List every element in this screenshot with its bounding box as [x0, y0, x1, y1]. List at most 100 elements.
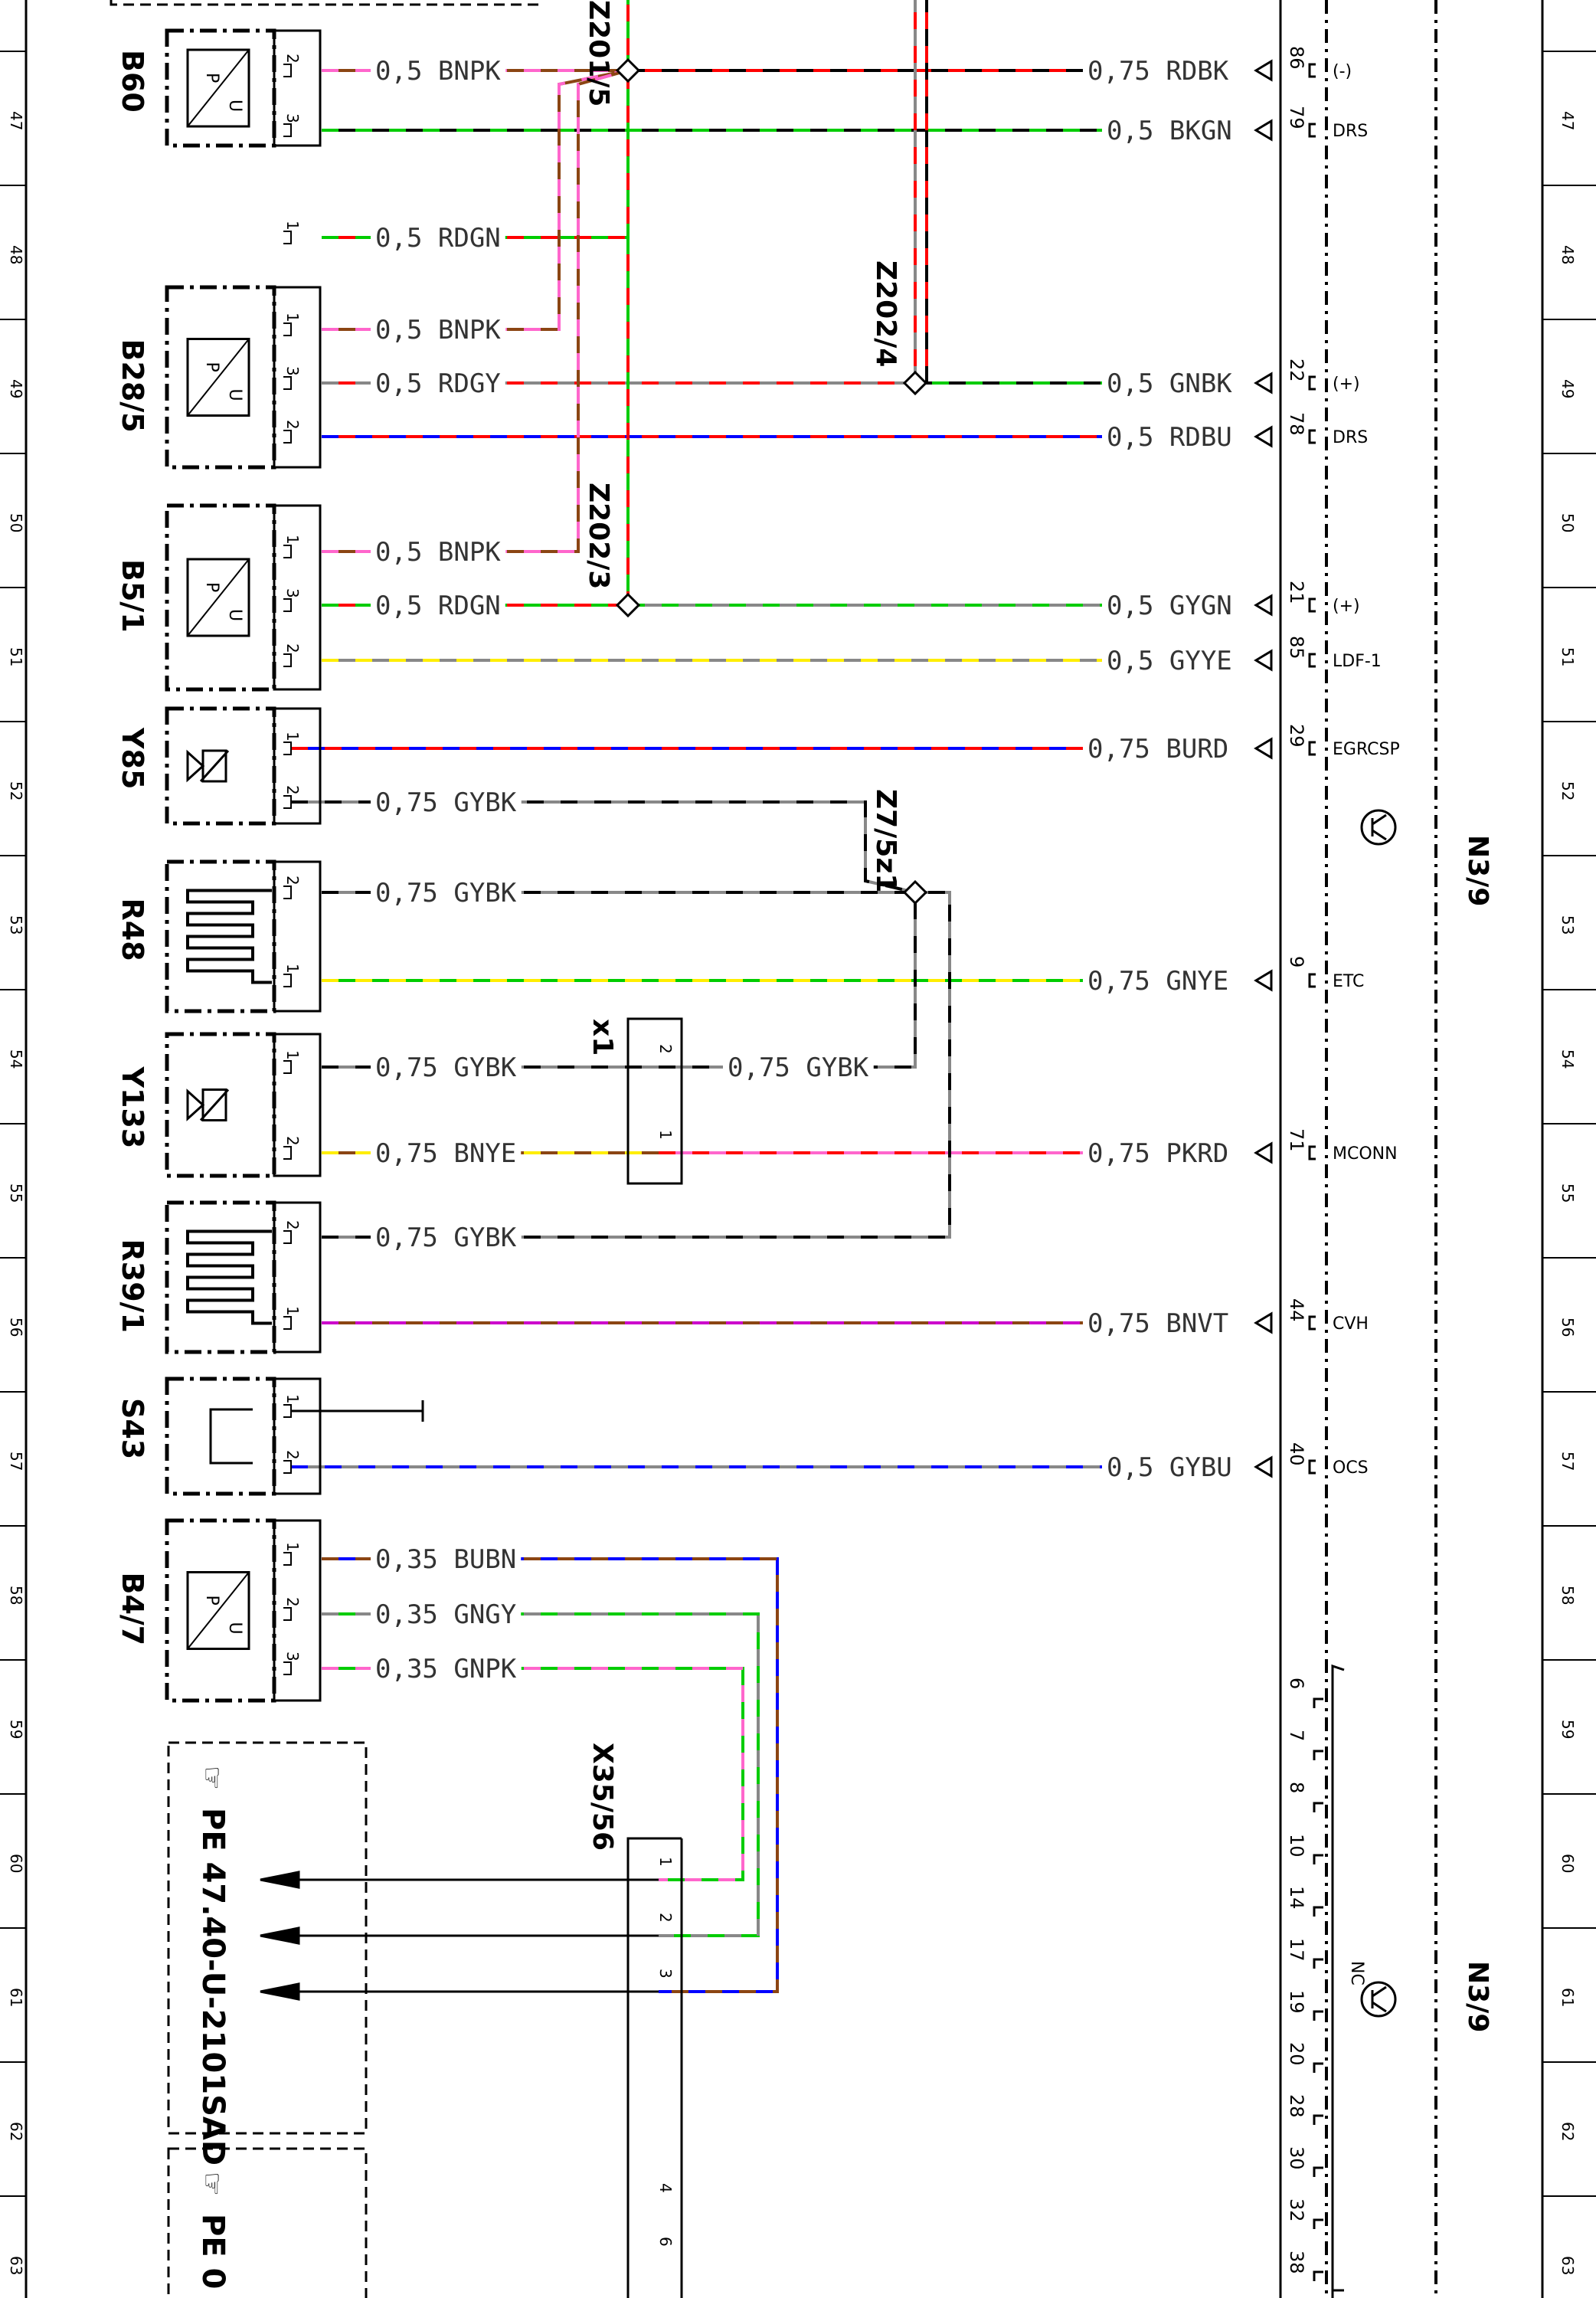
pin-number: 1: [283, 535, 302, 545]
pin-number: 1: [283, 221, 302, 231]
splice-label: Z202/3: [583, 483, 614, 589]
pin-terminal: [283, 376, 292, 390]
component-id: B4/7: [116, 1573, 149, 1646]
pin-terminal: [283, 1607, 292, 1621]
svg-text:U: U: [225, 609, 244, 621]
control-unit-label-upper: N3/9: [1462, 835, 1493, 906]
top-reference-box: [110, 0, 541, 6]
row-number-right: 53: [1558, 915, 1577, 935]
pin-number: 2: [283, 54, 302, 64]
unused-pin-number: 20: [1286, 2042, 1307, 2066]
pin-terminal: [283, 885, 292, 899]
pin-number: 1: [656, 1130, 675, 1140]
splice-marker: [615, 57, 641, 83]
reference-link-2[interactable]: ☞ PE 0: [195, 2172, 231, 2289]
control-unit-name: N3/9: [1462, 835, 1493, 906]
svg-text:x1: x1: [587, 1019, 618, 1056]
unused-pin-number: 38: [1286, 2251, 1307, 2274]
splice-marker: [615, 592, 641, 618]
row-number-right: 61: [1558, 1988, 1577, 2007]
switch-icon: [209, 1408, 253, 1465]
unused-pin-number: 14: [1286, 1886, 1307, 1910]
component-r39-1[interactable]: R39/121: [116, 1200, 322, 1354]
signal-name: OCS: [1333, 1458, 1369, 1478]
wire-b60-pin1: [322, 0, 630, 239]
pin-number: 1: [283, 1306, 302, 1316]
svg-text:P: P: [202, 1596, 221, 1606]
pin-terminal: [283, 231, 292, 244]
pin-number: 1: [283, 1394, 302, 1404]
wire-b5-pin1: [322, 69, 629, 553]
unused-pin-number: 28: [1286, 2094, 1307, 2118]
row-number-left: 58: [7, 1586, 25, 1605]
pin-number: 79: [1286, 106, 1307, 129]
component-y133[interactable]: Y133 12: [116, 1032, 322, 1178]
wire-label: 0,75 BURD: [1087, 734, 1228, 764]
wire-label: 0,75 RDBK: [1087, 56, 1229, 87]
reference-box: [167, 1741, 368, 2135]
pin-number: 40: [1286, 1442, 1307, 1466]
svg-text:P: P: [202, 362, 221, 372]
pin-terminal: [283, 545, 292, 558]
pin-number: 3: [656, 1969, 675, 1979]
wire-b47-pin3: [322, 1667, 744, 1881]
row-number-right: 51: [1558, 647, 1577, 666]
wire-b47-pin2: [322, 1612, 760, 1937]
wire-label: 0,5 GNBK: [1107, 368, 1232, 399]
wire-b28-pin1: [322, 69, 629, 331]
row-number-right: 47: [1558, 111, 1577, 130]
pin-number: 1: [656, 1857, 675, 1867]
unused-pin-number: 8: [1286, 1782, 1307, 1793]
pin-number: 2: [283, 876, 302, 885]
splice-marker: [902, 879, 928, 905]
pin-number: 2: [283, 1136, 302, 1146]
wire-label: 0,5 BNPK: [375, 56, 501, 87]
pin-terminal: [283, 598, 292, 612]
pin-number: 2: [283, 785, 302, 795]
wire-label: 0,75 GYBK: [375, 1223, 517, 1253]
control-unit-boundary: [1279, 0, 1437, 2298]
row-number-left: 60: [7, 1854, 25, 1873]
row-number-right: 57: [1558, 1452, 1577, 1471]
splice-label: Z201/5: [583, 0, 614, 106]
row-number-left: 53: [7, 915, 25, 935]
component-y85[interactable]: Y85 12: [116, 706, 322, 826]
svg-text:P: P: [202, 73, 221, 83]
wire-label: 0,5 BKGN: [1107, 116, 1232, 146]
pin-terminal: [283, 741, 292, 755]
connector-x1[interactable]: x1 2 1: [587, 1017, 683, 1185]
row-number-right: 49: [1558, 379, 1577, 398]
unused-pin-bracket: [1331, 1664, 1345, 2298]
wire-y85-pin2: [291, 800, 916, 894]
splice-marker: [902, 370, 928, 396]
row-number-right: 60: [1558, 1854, 1577, 1873]
row-number-left: 51: [7, 647, 25, 666]
pin-number: 3: [283, 113, 302, 123]
reference-arrows: [260, 1871, 659, 2001]
hand-pointer-icon: ☞: [196, 1766, 227, 1790]
component-id: B60: [116, 50, 149, 113]
pressure-sensor-icon: [186, 338, 250, 417]
reference-link-1[interactable]: ☞ PE 47.40-U-2101SAD: [195, 1766, 231, 2165]
component-id: Y133: [116, 1066, 149, 1149]
pin-terminal: [283, 1661, 292, 1675]
pin-number: 78: [1286, 412, 1307, 436]
pin-number: 2: [656, 1044, 675, 1054]
pin-terminal: [283, 1060, 292, 1074]
pin-number: 85: [1286, 636, 1307, 660]
pin-number: 1: [283, 732, 302, 741]
row-number-right: 62: [1558, 2122, 1577, 2141]
row-number-left: 59: [7, 1720, 25, 1739]
pin-terminal: [283, 1146, 292, 1160]
